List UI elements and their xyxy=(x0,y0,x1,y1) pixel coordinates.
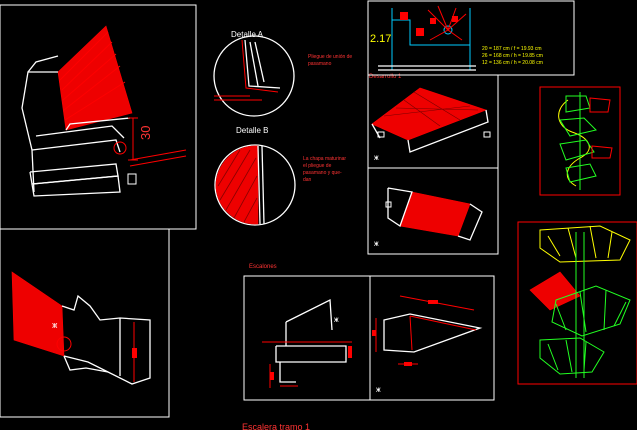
note-b-line1: La chapa maturinar xyxy=(303,156,346,162)
level-217: 2.17 xyxy=(370,33,391,45)
svg-text:ⵥ: ⵥ xyxy=(52,323,58,330)
panel-escalon-plan xyxy=(369,275,495,401)
svg-text:ⵥ: ⵥ xyxy=(374,156,379,162)
panel-plan-dimensions xyxy=(367,0,575,76)
red-panel xyxy=(57,25,133,131)
svg-text:ⵥ: ⵥ xyxy=(374,242,379,248)
desarrollo-title: Desarrollo 1 xyxy=(369,74,402,80)
axis-icon xyxy=(127,173,137,185)
panel-escalon-elevation xyxy=(243,275,371,401)
panel-desarrollo-bottom xyxy=(367,167,499,255)
note-b-line3: pasamano y que- xyxy=(303,170,342,176)
step-isometric-view: 30 xyxy=(21,25,187,197)
panel-spiral-large xyxy=(517,221,637,385)
panel-landing-isometric xyxy=(0,228,170,418)
landing-red-panel xyxy=(11,271,65,357)
desarrollo-top-drawing: ⵥ xyxy=(371,87,491,162)
landing-isometric-drawing: ⵥ xyxy=(11,271,151,385)
detalle-b-drawing xyxy=(215,145,265,225)
note-b-line4: dan xyxy=(303,177,312,183)
dims-line1: 20 = 187 cm / f = 19.93 cm xyxy=(482,46,541,52)
panel-spiral-small xyxy=(539,86,621,196)
dims-line2: 26 = 168 cm / h = 19.85 cm xyxy=(482,53,543,59)
escalon-elevation-drawing: ⵥ xyxy=(262,298,352,388)
spiral-large-drawing xyxy=(529,225,631,378)
note-a-line1: Pliegue de unión de xyxy=(308,54,352,60)
svg-text:ⵥ: ⵥ xyxy=(376,388,381,394)
note-b-line2: el pliegue de xyxy=(303,163,332,169)
detalle-a-drawing xyxy=(214,39,281,101)
spiral-small-drawing xyxy=(558,92,613,190)
note-a-line2: pasamano xyxy=(308,61,332,67)
detalle-a-title: Detalle A xyxy=(231,30,264,39)
dims-line3: 12 = 136 cm / h = 20.08 cm xyxy=(482,60,543,66)
escalones-title: Escalones xyxy=(249,264,277,270)
detalle-b-circle xyxy=(214,144,296,226)
escalon-plan-drawing: ⵥ xyxy=(372,295,483,394)
dimension-30: 30 xyxy=(138,126,153,140)
detalle-a-circle xyxy=(213,35,295,117)
plan-dimension-drawing: 2.17 xyxy=(370,5,476,71)
desarrollo-bottom-drawing: ⵥ xyxy=(374,187,483,248)
detalle-b-title: Detalle B xyxy=(236,126,268,135)
svg-text:ⵥ: ⵥ xyxy=(334,318,339,324)
sheet-title: Escalera tramo 1 xyxy=(242,422,310,430)
